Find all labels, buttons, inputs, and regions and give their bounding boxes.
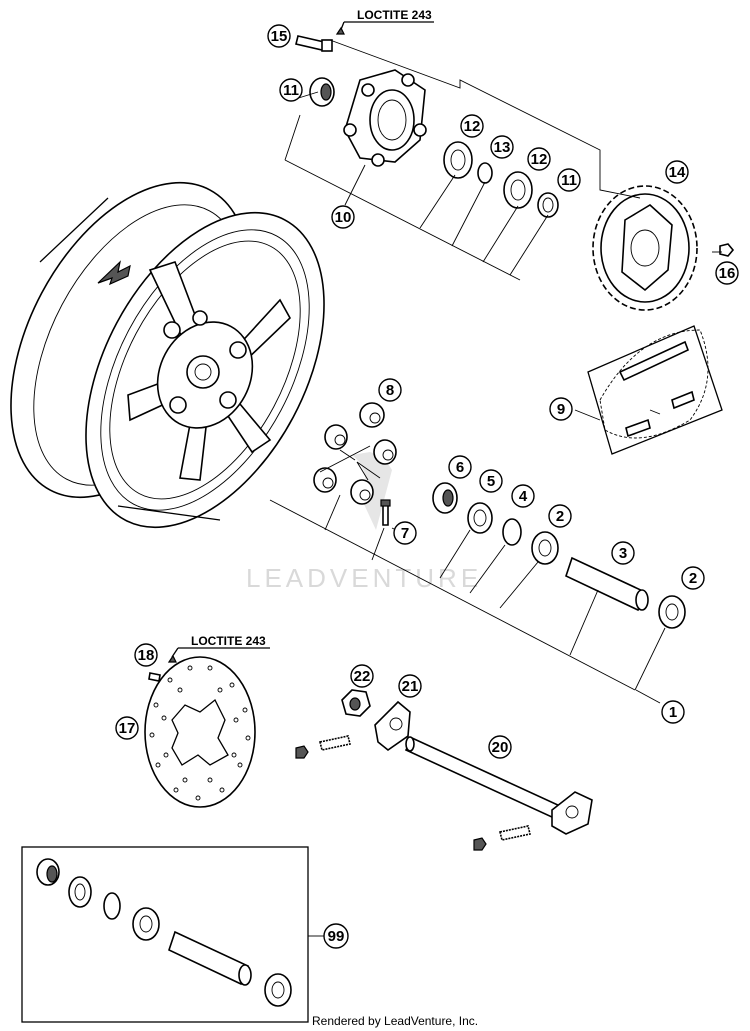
callout-11-right: 11 bbox=[557, 168, 581, 192]
callout-11-top: 11 bbox=[279, 78, 303, 102]
callout-2-right: 2 bbox=[681, 566, 705, 590]
callout-99: 99 bbox=[323, 923, 349, 949]
callout-14: 14 bbox=[665, 160, 689, 184]
svg-text:20: 20 bbox=[492, 739, 509, 756]
bearings-set-middle bbox=[432, 482, 559, 565]
callouts: 15 11 10 12 13 12 11 14 bbox=[115, 24, 739, 949]
svg-text:1: 1 bbox=[669, 704, 677, 721]
loctite-note-top: LOCTITE 243 bbox=[357, 8, 432, 22]
svg-text:4: 4 bbox=[519, 488, 528, 505]
callout-10: 10 bbox=[331, 205, 355, 229]
screw-7 bbox=[380, 499, 391, 526]
bushing-11-left bbox=[309, 77, 335, 107]
callout-15: 15 bbox=[267, 24, 291, 48]
spacer-tube-3 bbox=[565, 556, 649, 612]
svg-text:2: 2 bbox=[556, 508, 564, 525]
callout-12-right: 12 bbox=[527, 147, 551, 171]
svg-text:15: 15 bbox=[271, 28, 288, 45]
callout-2-middle: 2 bbox=[548, 504, 572, 528]
svg-text:99: 99 bbox=[328, 928, 345, 945]
loctite-note-brake: LOCTITE 243 bbox=[191, 634, 266, 648]
svg-text:10: 10 bbox=[335, 209, 352, 226]
chain-kit-9 bbox=[587, 325, 723, 455]
callout-8: 8 bbox=[378, 378, 402, 402]
svg-text:12: 12 bbox=[531, 151, 548, 168]
svg-text:9: 9 bbox=[557, 401, 565, 418]
svg-text:6: 6 bbox=[456, 459, 464, 476]
bearing-2-right bbox=[658, 595, 686, 629]
svg-text:22: 22 bbox=[354, 668, 371, 685]
callout-12-left: 12 bbox=[460, 114, 484, 138]
callout-6: 6 bbox=[448, 455, 472, 479]
repair-kit-99 bbox=[21, 846, 309, 1023]
svg-text:21: 21 bbox=[402, 678, 419, 695]
svg-text:13: 13 bbox=[494, 139, 511, 156]
svg-text:11: 11 bbox=[283, 82, 299, 99]
rear-wheel bbox=[10, 181, 325, 529]
sprocket-carrier-10 bbox=[343, 69, 427, 167]
callout-5: 5 bbox=[479, 469, 503, 493]
brake-disc-17 bbox=[144, 656, 256, 808]
callout-1: 1 bbox=[661, 700, 685, 724]
rear-axle-20 bbox=[404, 736, 593, 835]
nut-16 bbox=[719, 243, 735, 257]
callout-3: 3 bbox=[611, 541, 635, 565]
svg-text:2: 2 bbox=[689, 570, 697, 587]
callout-20: 20 bbox=[488, 735, 512, 759]
svg-text:7: 7 bbox=[401, 525, 409, 542]
screw-18: LOCTITE 243 bbox=[148, 634, 270, 682]
callout-17: 17 bbox=[115, 716, 139, 740]
svg-text:12: 12 bbox=[464, 118, 481, 135]
callout-7: 7 bbox=[393, 521, 417, 545]
svg-text:5: 5 bbox=[487, 473, 495, 490]
svg-text:8: 8 bbox=[386, 382, 394, 399]
rubber-dampers-8 bbox=[313, 402, 397, 505]
svg-text:16: 16 bbox=[719, 265, 736, 282]
callout-21: 21 bbox=[398, 674, 422, 698]
svg-text:11: 11 bbox=[561, 172, 577, 189]
callout-9: 9 bbox=[549, 397, 573, 421]
bolt-15: LOCTITE 243 bbox=[295, 8, 434, 52]
callout-4: 4 bbox=[511, 484, 535, 508]
callout-18: 18 bbox=[134, 643, 158, 667]
callout-16: 16 bbox=[715, 261, 739, 285]
callout-22: 22 bbox=[350, 664, 374, 688]
svg-text:18: 18 bbox=[138, 647, 155, 664]
rear-sprocket-14 bbox=[592, 185, 698, 311]
callout-13: 13 bbox=[490, 135, 514, 159]
svg-text:14: 14 bbox=[669, 164, 686, 181]
adjuster-bolts bbox=[295, 735, 531, 851]
bearings-set-top bbox=[443, 141, 559, 218]
chain-adjuster-21 bbox=[374, 700, 411, 751]
svg-text:17: 17 bbox=[119, 720, 136, 737]
footer-credit: Rendered by LeadVenture, Inc. bbox=[312, 1014, 478, 1028]
axle-nut-22 bbox=[341, 689, 371, 717]
svg-text:3: 3 bbox=[619, 545, 627, 562]
